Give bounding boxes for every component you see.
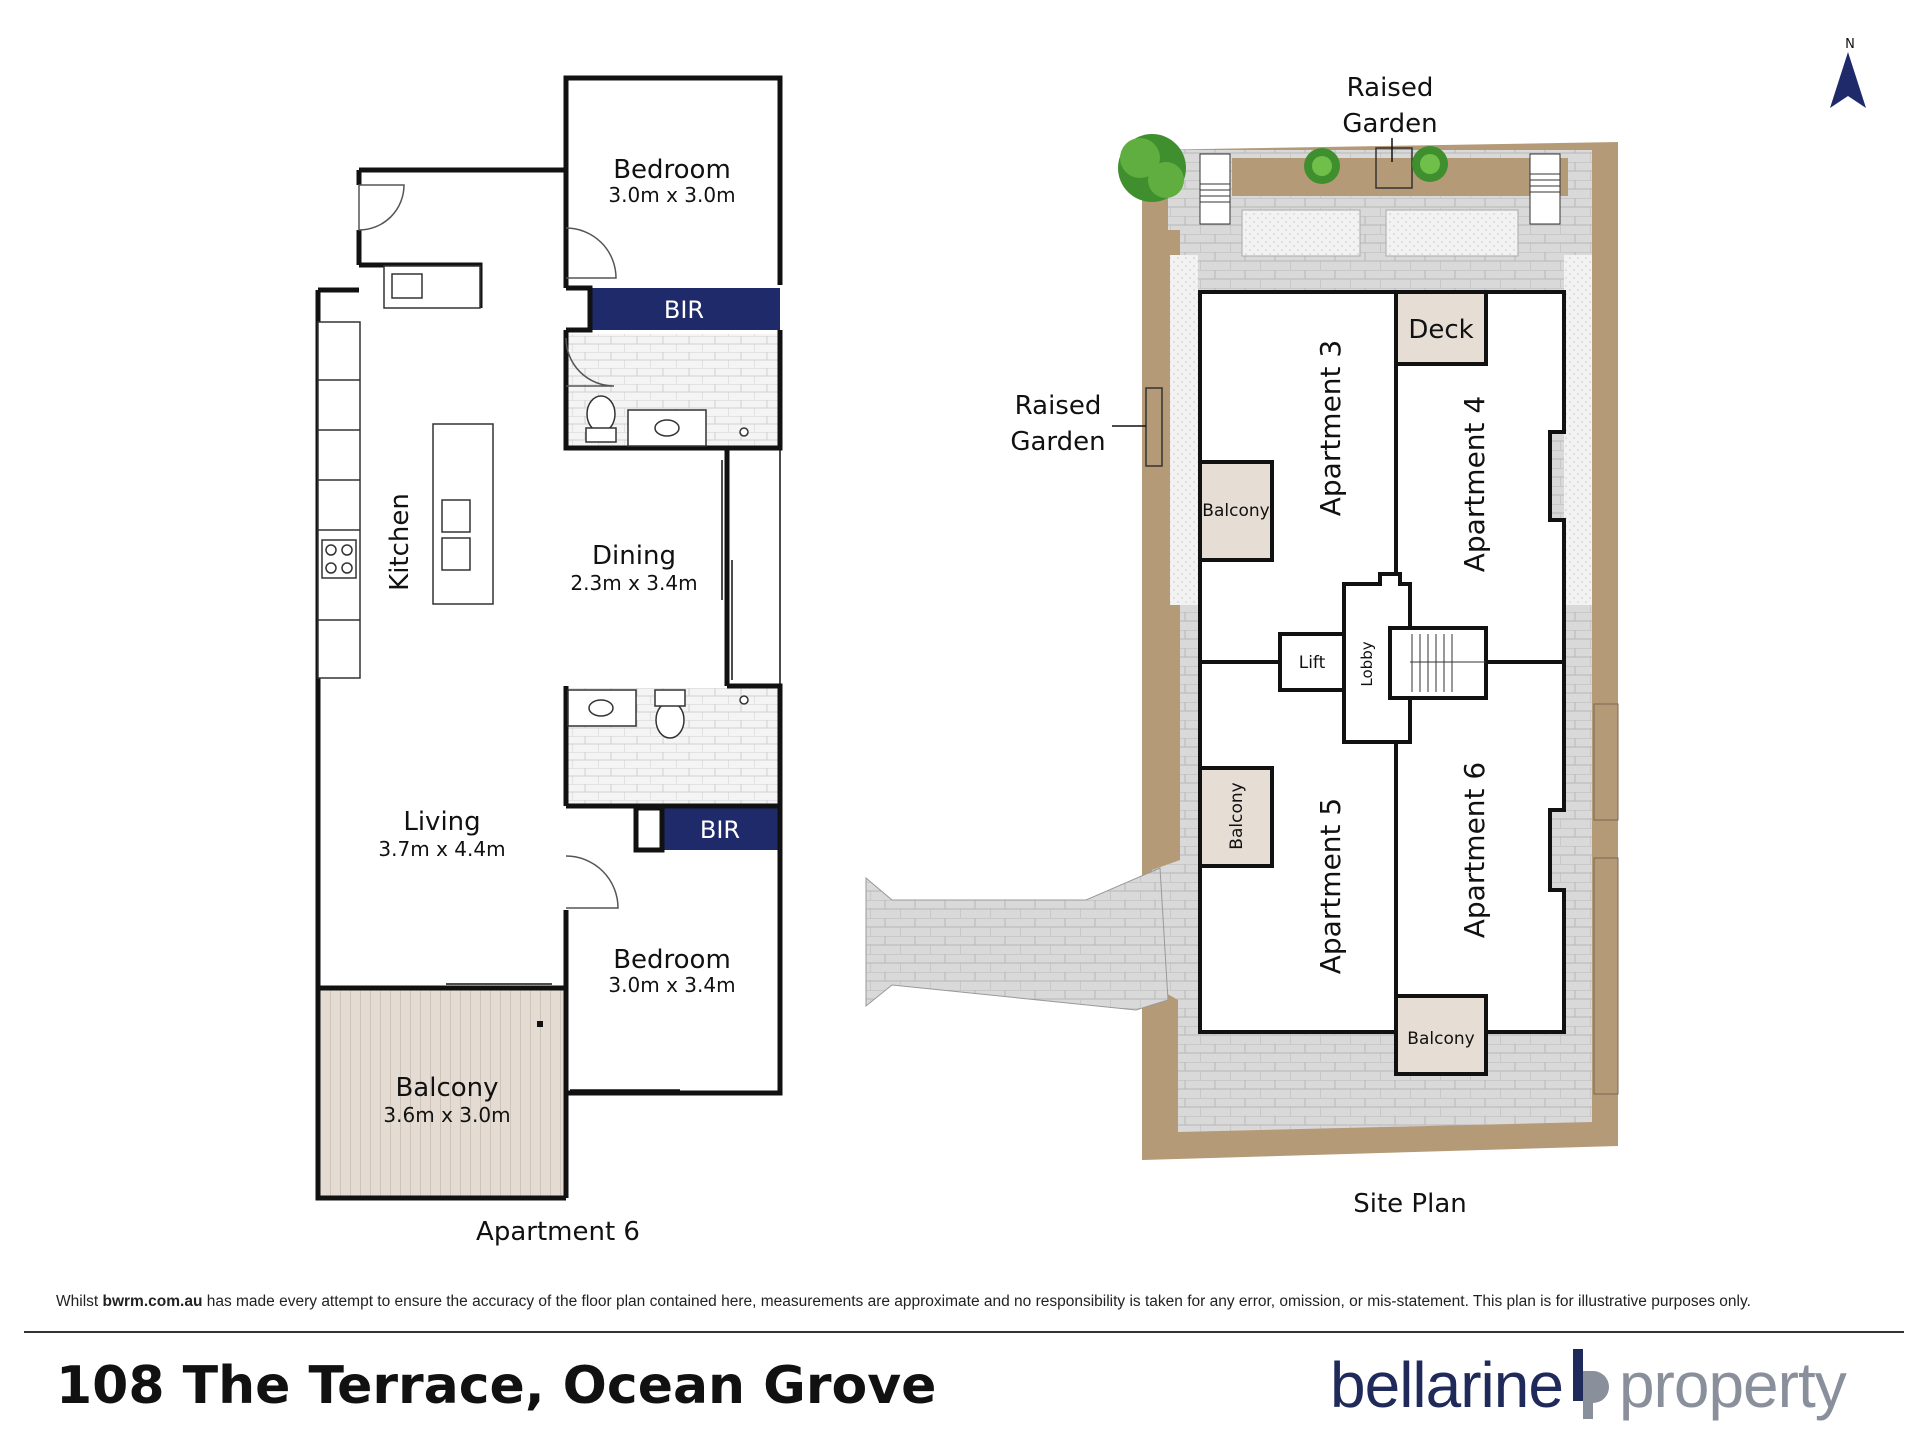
- bir-1-label: BIR: [664, 296, 704, 324]
- left-raised-garden-bed: [1145, 387, 1163, 467]
- balcony-apartment-3: [1198, 460, 1274, 562]
- deck: [1394, 290, 1488, 366]
- right-garden-bed-2: [1593, 857, 1619, 1095]
- top-garden-box: [1375, 147, 1413, 189]
- apartment-5-label: Apartment 5: [1314, 798, 1347, 975]
- bedroom-2-label: Bedroom: [613, 945, 731, 975]
- brand-name-right: property: [1618, 1349, 1847, 1421]
- disclaimer: Whilst bwrm.com.au has made every attemp…: [56, 1293, 1896, 1311]
- living-dims: 3.7m x 4.4m: [378, 837, 505, 861]
- apartment-6-floor-plan: Bedroom 3.0m x 3.0m BIR Kitchen Dining 2…: [315, 75, 783, 1247]
- left-gravel-strip: [1170, 255, 1198, 605]
- deck-label: Deck: [1408, 315, 1473, 345]
- footer-divider: [24, 1331, 1904, 1333]
- dining-dims: 2.3m x 3.4m: [570, 571, 697, 595]
- site-plan: N Raised Garden Raised Garden Deck Apart…: [865, 37, 1866, 1219]
- balcony-post: [537, 1021, 543, 1027]
- balcony-label: Balcony: [395, 1073, 498, 1103]
- raised-garden-top-label-1: Raised: [1347, 73, 1434, 103]
- brand-logo: bellarine property: [1330, 1348, 1847, 1422]
- garden-trees: [1118, 134, 1448, 202]
- raised-garden-left-label-2: Garden: [1010, 427, 1105, 457]
- sliding-doors: [446, 150, 781, 1091]
- bir-2-block: [662, 808, 780, 850]
- brand-name-left: bellarine: [1330, 1349, 1564, 1421]
- balcony-deck: [320, 990, 566, 1198]
- driveway: [865, 867, 1169, 1011]
- top-planter-right: [1385, 209, 1519, 257]
- balcony-apartment-5-label: Balcony: [1227, 782, 1247, 849]
- balcony-dims: 3.6m x 3.0m: [383, 1103, 510, 1127]
- property-address: 108 The Terrace, Ocean Grove: [56, 1356, 937, 1416]
- site-plan-caption: Site Plan: [1353, 1189, 1467, 1219]
- balcony-apartment-6: [1394, 994, 1488, 1076]
- raised-garden-top-label-2: Garden: [1342, 109, 1437, 139]
- kitchen-fittings: [317, 265, 494, 679]
- apartment-3-label: Apartment 3: [1314, 340, 1347, 517]
- brand-mark-icon: [1572, 1349, 1609, 1419]
- bedroom-1-label: Bedroom: [613, 155, 731, 185]
- apartment-6-caption: Apartment 6: [476, 1217, 640, 1247]
- kitchen-label: Kitchen: [385, 493, 415, 591]
- balcony-apartment-5: [1198, 766, 1274, 868]
- disclaimer-suffix: has made every attempt to ensure the acc…: [202, 1293, 1751, 1310]
- bedroom-2-dims: 3.0m x 3.4m: [608, 973, 735, 997]
- dining-label: Dining: [592, 541, 676, 571]
- balcony-apartment-6-label: Balcony: [1407, 1029, 1474, 1049]
- building-core: [1278, 572, 1488, 744]
- lift-label: Lift: [1299, 653, 1326, 673]
- lobby-label: Lobby: [1358, 641, 1376, 686]
- top-garden-bed: [1232, 158, 1568, 196]
- right-garden-bed-1: [1593, 703, 1619, 821]
- disclaimer-prefix: Whilst: [56, 1293, 103, 1310]
- bir-2-label: BIR: [700, 816, 740, 844]
- raised-garden-left-label-1: Raised: [1015, 391, 1102, 421]
- apartment-6-label: Apartment 6: [1458, 762, 1491, 939]
- bathroom-fixtures: [567, 395, 749, 739]
- bedroom-1-dims: 3.0m x 3.0m: [608, 183, 735, 207]
- door-swings: [358, 184, 619, 909]
- right-gravel-strip: [1564, 255, 1592, 605]
- apartment-4-label: Apartment 4: [1458, 396, 1491, 573]
- core-stairs: [1410, 634, 1486, 692]
- north-label: N: [1845, 37, 1855, 52]
- top-planter-left: [1241, 209, 1361, 257]
- living-label: Living: [403, 807, 480, 837]
- north-arrow-icon: N: [1830, 37, 1866, 108]
- disclaimer-site-link[interactable]: bwrm.com.au: [102, 1293, 203, 1310]
- site-stairs: [1199, 153, 1561, 225]
- balcony-apartment-3-label: Balcony: [1202, 501, 1269, 521]
- bir-1-block: [590, 288, 780, 330]
- walls: [315, 75, 783, 1201]
